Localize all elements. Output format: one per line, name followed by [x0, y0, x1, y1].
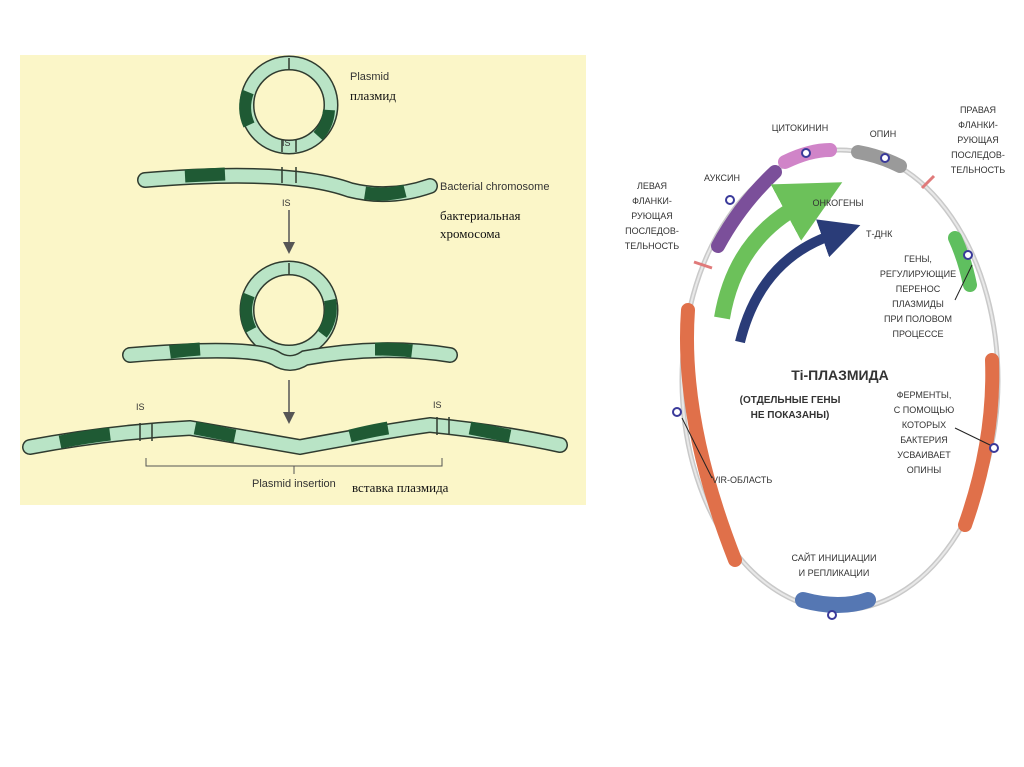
is-label-left: IS: [136, 402, 145, 412]
ti-subtitle-1: (ОТДЕЛЬНЫЕ ГЕНЫ: [740, 395, 841, 406]
oncogenes-label: ОНКОГЕНЫ: [813, 198, 864, 208]
middle-chromosome-strand: [122, 342, 458, 371]
svg-text:ПЛАЗМИДЫ: ПЛАЗМИДЫ: [892, 299, 944, 309]
enzymes-label: ФЕРМЕНТЫ, С ПОМОЩЬЮ КОТОРЫХ БАКТЕРИЯ УСВ…: [894, 390, 954, 475]
auxin-label: АУКСИН: [704, 173, 740, 183]
insertion-ru-label: вставка плазмида: [352, 480, 449, 495]
transfer-genes-label: ГЕНЫ, РЕГУЛИРУЮЩИЕ ПЕРЕНОС ПЛАЗМИДЫ ПРИ …: [880, 254, 956, 339]
svg-text:КОТОРЫХ: КОТОРЫХ: [902, 420, 946, 430]
gene-marker-dots: [672, 148, 999, 620]
svg-text:ГЕНЫ,: ГЕНЫ,: [904, 254, 932, 264]
plasmid-en-label: Plasmid: [350, 71, 389, 83]
leader-lines: [681, 264, 991, 479]
insertion-bracket: [145, 458, 443, 467]
oncogenes-arrow: [714, 182, 843, 320]
left-flank-label: ЛЕВАЯ ФЛАНКИ- РУЮЩАЯ ПОСЛЕДОВ- ТЕЛЬНОСТЬ: [625, 181, 680, 251]
ori-segment: [795, 592, 876, 613]
ti-title: Ti-ПЛАЗМИДА: [791, 367, 888, 383]
is-label-mid: IS: [282, 198, 291, 208]
svg-text:БАКТЕРИЯ: БАКТЕРИЯ: [900, 435, 947, 445]
svg-text:ПРОЦЕССЕ: ПРОЦЕССЕ: [893, 329, 944, 339]
vir-region: [679, 303, 742, 567]
ori-label-1: САЙТ ИНИЦИАЦИИ: [792, 552, 877, 563]
top-chromosome-strand: [137, 167, 438, 203]
ti-plasmid-diagram: Ti-ПЛАЗМИДА (ОТДЕЛЬНЫЕ ГЕНЫ НЕ ПОКАЗАНЫ)…: [625, 105, 1006, 620]
chromosome-en-label: Bacterial chromosome: [440, 181, 549, 193]
chromosome-ru-label-2: хромосома: [440, 226, 500, 241]
opine-catabolism-gene: [958, 353, 1000, 532]
svg-text:ПОСЛЕДОВ-: ПОСЛЕДОВ-: [951, 150, 1005, 160]
t-dna-label: Т-ДНК: [866, 229, 893, 239]
svg-text:ПРАВАЯ: ПРАВАЯ: [960, 105, 996, 115]
vir-region-label: VIR-ОБЛАСТЬ: [712, 475, 772, 485]
transfer-gene: [948, 231, 977, 292]
left-diagram: Plasmid плазмид IS IS Bacterial chromoso…: [22, 55, 568, 495]
svg-text:ОПИНЫ: ОПИНЫ: [907, 465, 941, 475]
cytokinin-label: ЦИТОКИНИН: [772, 123, 828, 133]
opine-gene: [851, 145, 907, 173]
plasmid-ru-label: плазмид: [350, 88, 396, 103]
opine-label: ОПИН: [870, 129, 896, 139]
svg-text:С ПОМОЩЬЮ: С ПОМОЩЬЮ: [894, 405, 954, 415]
top-plasmid-ring: [239, 55, 339, 155]
svg-text:ТЕЛЬНОСТЬ: ТЕЛЬНОСТЬ: [625, 241, 680, 251]
auxin-gene: [711, 165, 782, 253]
ti-subtitle-2: НЕ ПОКАЗАНЫ): [751, 410, 830, 421]
is-label-top: IS: [282, 138, 291, 148]
svg-text:ФЛАНКИ-: ФЛАНКИ-: [632, 196, 672, 206]
svg-text:ПРИ ПОЛОВОМ: ПРИ ПОЛОВОМ: [884, 314, 952, 324]
svg-text:РЕГУЛИРУЮЩИЕ: РЕГУЛИРУЮЩИЕ: [880, 269, 956, 279]
right-flank-label: ПРАВАЯ ФЛАНКИ- РУЮЩАЯ ПОСЛЕДОВ- ТЕЛЬНОСТ…: [951, 105, 1006, 175]
svg-text:ФЕРМЕНТЫ,: ФЕРМЕНТЫ,: [897, 390, 952, 400]
svg-text:РУЮЩАЯ: РУЮЩАЯ: [631, 211, 673, 221]
svg-text:ТЕЛЬНОСТЬ: ТЕЛЬНОСТЬ: [951, 165, 1006, 175]
ori-label-2: И РЕПЛИКАЦИИ: [799, 568, 870, 578]
svg-text:ПОСЛЕДОВ-: ПОСЛЕДОВ-: [625, 226, 679, 236]
svg-text:ЛЕВАЯ: ЛЕВАЯ: [637, 181, 667, 191]
bottom-chromosome-strand: [22, 416, 568, 456]
is-label-right: IS: [433, 400, 442, 410]
right-flank-marker: [920, 174, 936, 190]
chromosome-ru-label-1: бактериальная: [440, 208, 520, 223]
left-flank-marker: [693, 260, 713, 270]
insertion-en-label: Plasmid insertion: [252, 478, 336, 490]
t-dna-arrow: [735, 219, 861, 344]
svg-text:УСВАИВАЕТ: УСВАИВАЕТ: [897, 450, 951, 460]
svg-text:ПЕРЕНОС: ПЕРЕНОС: [896, 284, 941, 294]
middle-plasmid-ring: [239, 260, 339, 360]
svg-text:ФЛАНКИ-: ФЛАНКИ-: [958, 120, 998, 130]
svg-text:РУЮЩАЯ: РУЮЩАЯ: [957, 135, 999, 145]
